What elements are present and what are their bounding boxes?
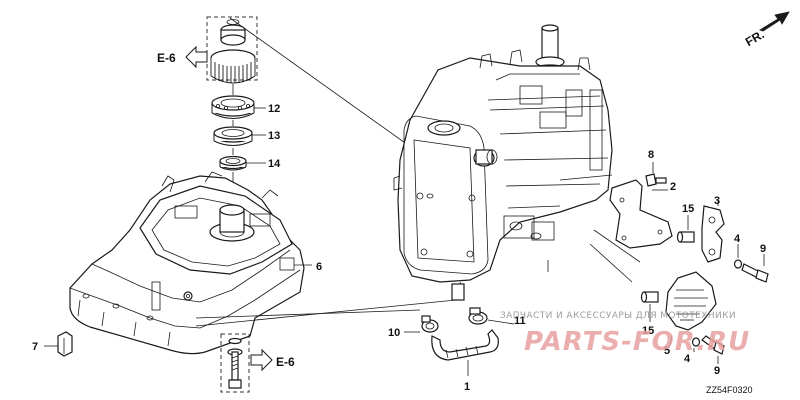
callout-9-upper: 9 <box>760 243 766 255</box>
bracket-2 <box>609 179 673 249</box>
callout-11: 11 <box>514 315 526 327</box>
callout-10: 10 <box>388 327 400 339</box>
front-arrow-icon <box>759 11 790 32</box>
sleeve-15-lower <box>640 291 659 303</box>
engine-block <box>393 24 613 301</box>
gear-group-frame <box>206 16 258 81</box>
callout-1: 1 <box>464 381 470 393</box>
clip-7 <box>57 331 73 357</box>
callout-4-lower: 4 <box>684 353 691 365</box>
front-direction-indicator: FR. <box>743 11 790 49</box>
washer-4-upper <box>733 259 743 269</box>
sleeve-15-upper <box>676 231 695 243</box>
callout-15-upper: 15 <box>682 203 694 215</box>
callout-6: 6 <box>316 261 322 273</box>
bolt-lower <box>227 337 243 389</box>
sensor-3 <box>701 205 725 263</box>
watermark-tagline: ЗАПЧАСТИ И АКСЕССУАРЫ ДЛЯ МОТОТЕХНИКИ <box>500 311 736 321</box>
callout-3: 3 <box>714 195 720 207</box>
reference-label: E-6 <box>157 51 176 65</box>
callout-2: 2 <box>670 181 676 193</box>
watermark: ЗАПЧАСТИ И АКСЕССУАРЫ ДЛЯ МОТОТЕХНИКИ PA… <box>500 311 750 357</box>
callout-9-lower: 9 <box>714 365 720 377</box>
reference-arrow-icon <box>250 348 273 372</box>
callout-15-lower: 15 <box>642 325 654 337</box>
reference-arrow-icon <box>185 45 208 69</box>
bearing <box>211 95 255 119</box>
callout-13: 13 <box>268 130 280 142</box>
callout-14: 14 <box>268 158 281 170</box>
reference-label: E-6 <box>276 355 295 369</box>
bolt-8 <box>645 173 667 187</box>
reference-e6-top: E-6 <box>157 45 208 69</box>
oil-case <box>69 171 305 355</box>
callout-4-upper: 4 <box>734 233 741 245</box>
callout-8: 8 <box>648 149 654 161</box>
diagram-code: ZZ54F0320 <box>706 385 753 395</box>
bolt-9-lower <box>701 335 725 355</box>
oil-seal-13 <box>213 126 253 146</box>
reference-e6-bottom: E-6 <box>250 348 295 372</box>
callout-labels: 1 2 3 4 4 5 6 7 8 9 9 10 11 12 13 14 15 … <box>32 103 766 393</box>
hose-clamp-11 <box>468 307 488 325</box>
driveshaft-gear <box>210 19 256 84</box>
callout-7: 7 <box>32 341 38 353</box>
callout-5: 5 <box>664 345 670 357</box>
oil-seal-14 <box>219 155 247 171</box>
hose-clamp-10 <box>421 315 439 333</box>
washer-4-lower <box>691 337 701 347</box>
cover-5 <box>665 271 717 331</box>
bolt-group-frame <box>220 333 250 393</box>
water-hose-1 <box>431 329 499 361</box>
callout-12: 12 <box>268 103 280 115</box>
watermark-brand: PARTS-FOR.RU <box>524 327 750 357</box>
bolt-9-upper <box>741 263 769 283</box>
